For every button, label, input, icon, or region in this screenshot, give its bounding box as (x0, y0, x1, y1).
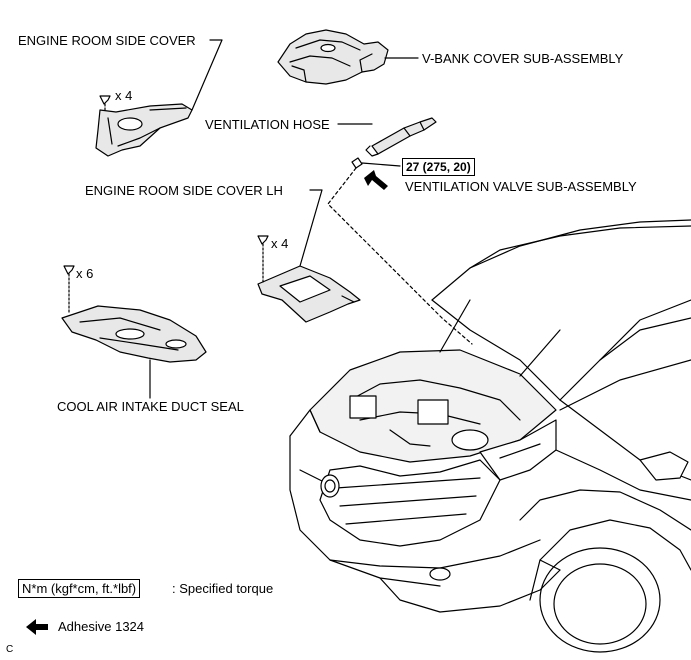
legend-torque-description: : Specified torque (172, 581, 274, 596)
label-v-bank-cover: V-BANK COVER SUB-ASSEMBLY (422, 51, 624, 66)
leader-side-cover-lh (299, 189, 323, 267)
vehicle-drawing (289, 219, 691, 653)
legend-torque-box: N*m (kgf*cm, ft.*lbf) (18, 579, 141, 598)
leader-torque (361, 162, 401, 167)
leader-side-cover (191, 39, 223, 111)
label-engine-room-side-cover-lh: ENGINE ROOM SIDE COVER LH (85, 183, 283, 198)
legend-adhesive-arrow-icon (26, 619, 48, 635)
legend-adhesive-label: Adhesive 1324 (58, 619, 145, 634)
label-engine-room-side-cover: ENGINE ROOM SIDE COVER (18, 33, 196, 48)
adhesive-arrow-icon (364, 170, 388, 190)
engine-room-side-cover-drawing (95, 95, 193, 157)
torque-spec-ventilation-valve: 27 (275, 20) (402, 158, 475, 176)
label-ventilation-valve: VENTILATION VALVE SUB-ASSEMBLY (405, 179, 637, 194)
qty-side-cover-clips: x 4 (115, 88, 133, 103)
cool-air-intake-duct-seal-drawing (61, 265, 207, 363)
ventilation-valve-drawing (351, 157, 401, 169)
qty-duct-seal-clips: x 6 (76, 266, 94, 281)
ventilation-hose-drawing (365, 117, 437, 157)
label-ventilation-hose: VENTILATION HOSE (205, 117, 330, 132)
figure-code: C (6, 644, 14, 655)
qty-side-cover-lh-clips: x 4 (271, 236, 289, 251)
label-cool-air-intake-duct-seal: COOL AIR INTAKE DUCT SEAL (57, 399, 244, 414)
v-bank-cover-drawing (277, 29, 389, 85)
engine-room-side-cover-lh-drawing (257, 235, 361, 323)
valve-location-line (327, 167, 473, 345)
